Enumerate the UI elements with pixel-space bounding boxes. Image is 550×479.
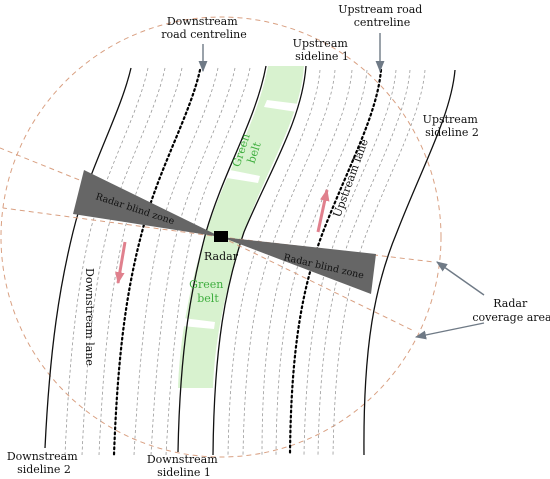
green-belt-stripe xyxy=(182,318,215,329)
coverage-pointer-lower xyxy=(414,322,485,340)
upstream-lane-lines xyxy=(227,69,426,456)
radar-label: Radar xyxy=(204,250,239,263)
downstream-road-centreline-label: Downstream road centreline xyxy=(161,15,247,41)
upstream-sideline-2 xyxy=(363,69,456,456)
green-belt-stripe xyxy=(227,170,260,183)
downstream-sideline-1-label: Downstream sideline 1 xyxy=(147,453,221,479)
radar-coverage-circle xyxy=(0,16,442,458)
green-belt xyxy=(178,66,304,388)
upstream-traffic-arrow xyxy=(316,188,330,233)
upstream-road-centreline-label: Upstream road centreline xyxy=(338,3,426,29)
downstream-lane-lines xyxy=(64,67,251,456)
radar-device xyxy=(214,231,228,242)
downstream-sideline-2-label: Downstream sideline 2 xyxy=(7,450,81,476)
upstream-sideline-2-label: Upstream sideline 2 xyxy=(423,113,482,139)
downstream-sideline-2 xyxy=(44,67,132,449)
upstream-sideline-1-label: Upstream sideline 1 xyxy=(293,37,352,63)
upstream-sideline-1 xyxy=(212,65,307,456)
road-sidelines xyxy=(44,65,456,456)
radar-blind-zone-left xyxy=(73,170,221,237)
radar-blind-zone-right xyxy=(221,237,376,294)
downstream-traffic-arrow xyxy=(115,241,127,285)
downstream-road-centreline xyxy=(112,68,202,457)
green-belt-stripe xyxy=(264,100,299,112)
radar-coverage-area-label: Radar coverage area xyxy=(472,297,550,324)
green-belt-lower-label: Green belt xyxy=(189,278,227,305)
coverage-pointer-upper xyxy=(436,261,485,296)
upstream-lane-label: Upstream lane xyxy=(331,137,371,219)
upstream-road-centreline xyxy=(288,68,383,457)
downstream-lane-label: Downstream lane xyxy=(83,268,96,366)
